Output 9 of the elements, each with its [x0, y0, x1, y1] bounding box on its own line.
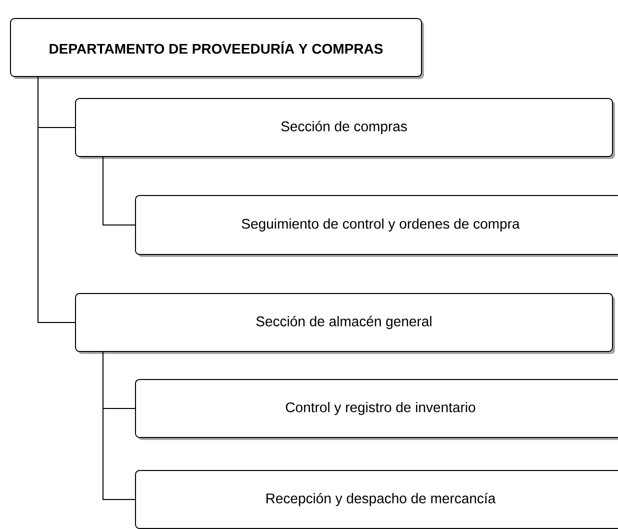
org-box: Sección de almacén general: [75, 293, 615, 354]
org-box: Control y registro de inventario: [135, 379, 618, 440]
org-box: Sección de compras: [75, 98, 615, 159]
org-box: Seguimiento de control y ordenes de compra: [135, 195, 618, 257]
connector-line: [38, 76, 76, 323]
connector-line: [102, 352, 136, 500]
connector-line: [102, 156, 136, 226]
org-box: Recepción y despacho de mercancía: [135, 470, 618, 529]
org-box: DEPARTAMENTO DE PROVEEDURÍA Y COMPRAS: [10, 18, 424, 79]
